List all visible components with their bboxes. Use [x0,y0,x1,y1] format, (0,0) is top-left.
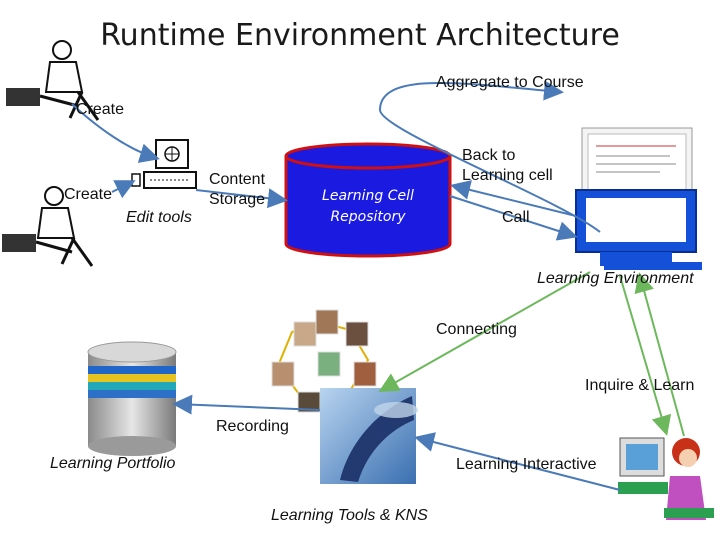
arrow-recording [172,394,321,415]
label-connecting: Connecting [436,321,517,338]
label-content: Content [208,171,266,188]
teacher-icon [6,40,100,121]
arrow-call [449,195,578,241]
label-back-line1: Back to [462,147,516,164]
arrow-create-top [71,103,160,163]
label-edit-tools: Edit tools [126,209,192,226]
label-aggregate: Aggregate to Course [436,74,584,91]
arrow-aggregate [378,80,601,233]
label-back-line2: Learning cell [462,167,553,184]
repository-cylinder [284,142,452,258]
label-learning-environment: Learning Environment [537,270,694,287]
label-call: Call [502,209,530,226]
arrow-connecting [378,271,591,392]
tools-image-icon [320,388,418,484]
arrow-inquire-down [619,275,672,436]
learner-computer-icon [575,127,702,270]
label-inquire: Inquire & Learn [585,377,695,394]
label-repo-line1: Learning Cell [322,188,414,204]
label-create-left: Create [64,186,113,203]
label-content-storage: Content Storage [206,170,268,210]
student-icon [618,437,714,520]
database-icon [87,341,177,456]
arrow-content-storage [195,188,288,209]
label-tools-kns: Learning Tools & KNS [271,507,428,524]
label-recording: Recording [216,418,289,435]
arrow-create-left [111,180,136,199]
arrow-back [450,180,577,217]
label-repository: Learning Cell Repository [288,186,448,228]
label-storage: Storage [208,191,266,208]
arrow-inquire-up [634,272,685,437]
teacher-icon [2,186,94,267]
label-create-top: Create [76,101,125,118]
label-interactive: Learning Interactive [456,456,597,473]
label-portfolio: Learning Portfolio [50,455,176,472]
computer-icon [131,139,197,189]
diagram-title: Runtime Environment Architecture [100,18,620,53]
label-repo-line2: Repository [330,209,406,225]
label-back: Back to Learning cell [462,146,553,186]
arrow-interactive [414,432,621,491]
